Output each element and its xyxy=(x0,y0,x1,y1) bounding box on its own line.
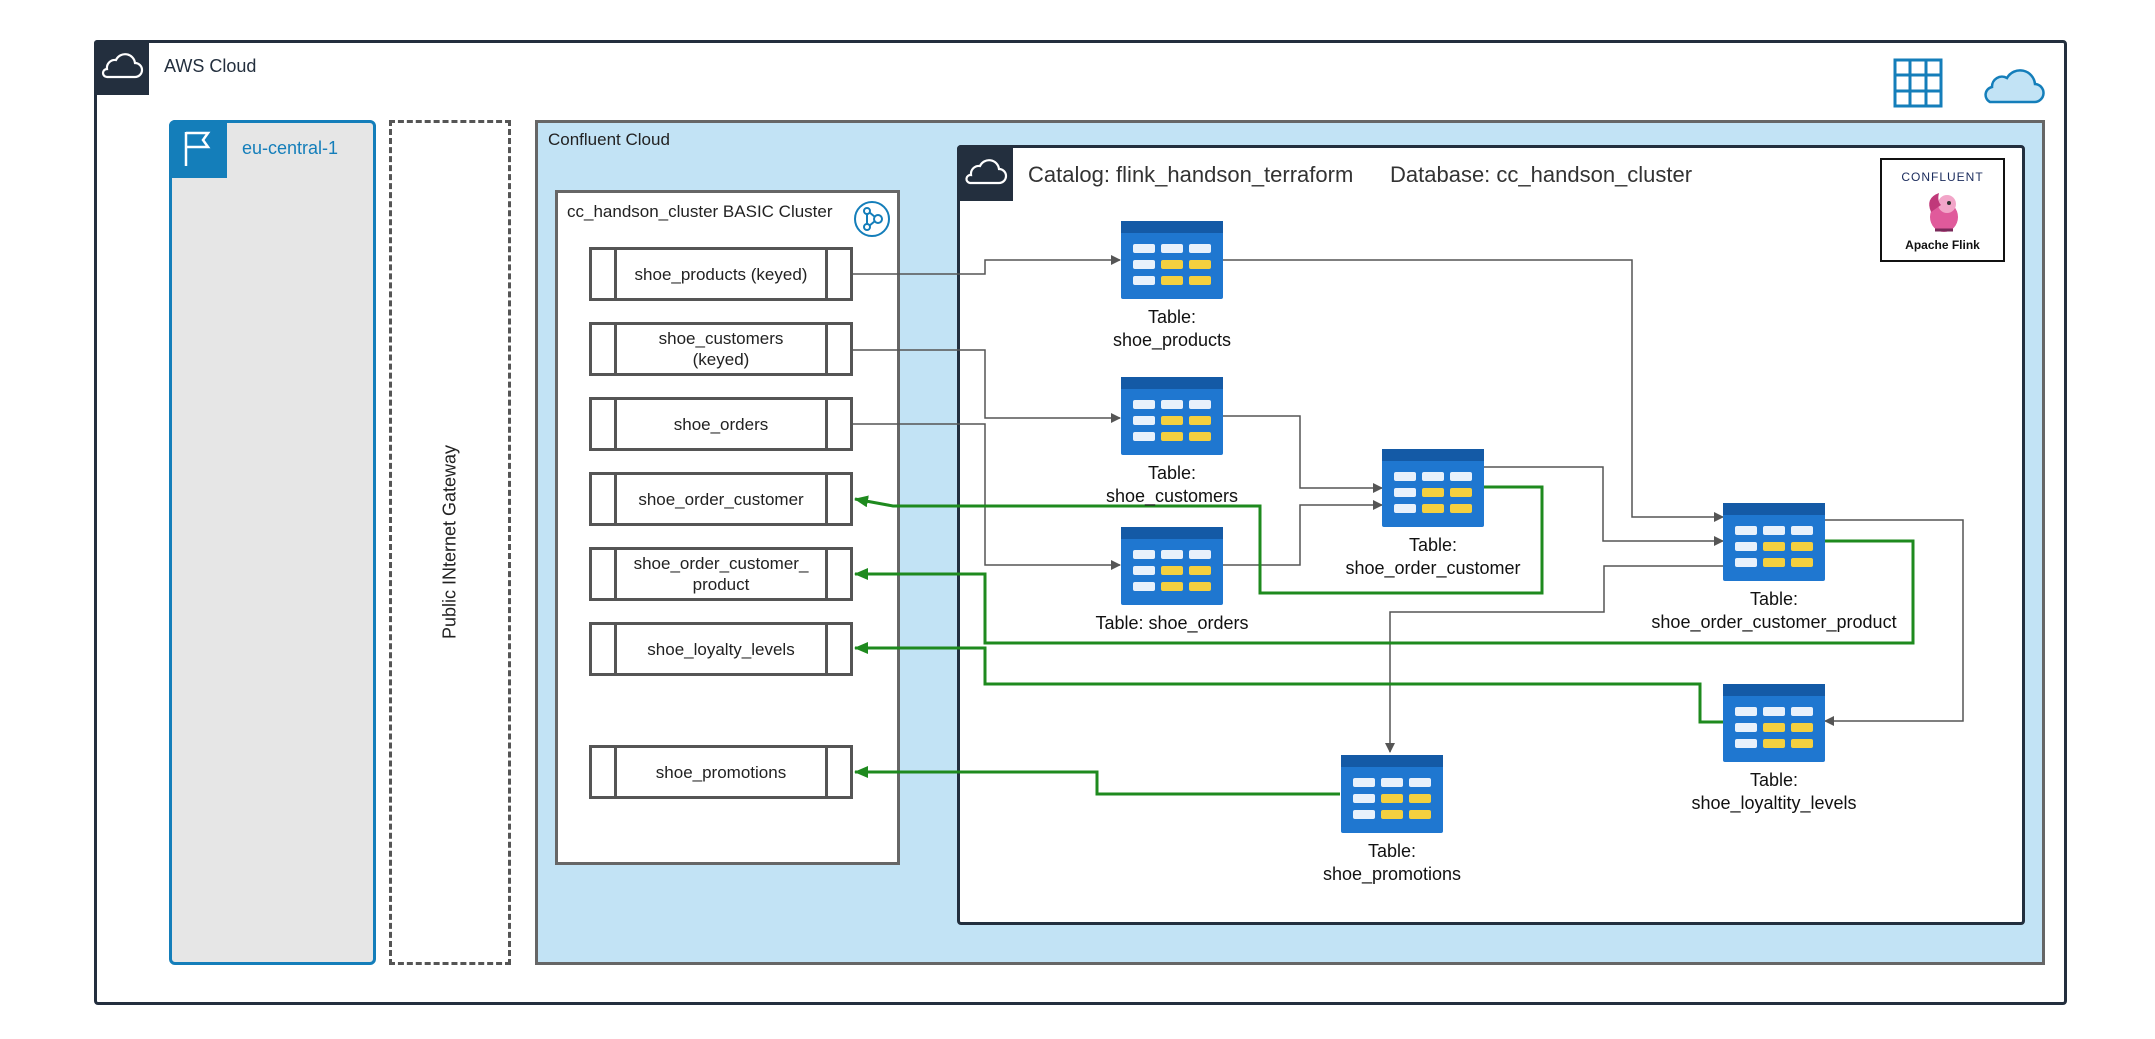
topic-bar-left xyxy=(592,400,617,448)
sink-order-customer-product xyxy=(854,539,1915,645)
topic-shoe-customers[interactable]: shoe_customers (keyed) xyxy=(589,322,853,376)
topic-shoe-promotions[interactable]: shoe_promotions xyxy=(589,745,853,799)
table-shoe-products-icon[interactable] xyxy=(1121,221,1223,299)
topic-shoe-loyalty-levels[interactable]: shoe_loyalty_levels xyxy=(589,622,853,676)
confluent-cloud-title: Confluent Cloud xyxy=(548,130,670,149)
topic-label: shoe_orders xyxy=(673,414,769,434)
flow-customers-to-table xyxy=(853,349,1121,423)
catalog-label: Catalog: flink_handson_terraform xyxy=(1028,162,1354,187)
topic-shoe-orders[interactable]: shoe_orders xyxy=(589,397,853,451)
sink-order-customer xyxy=(854,485,1544,595)
flow-ocp-to-promotions xyxy=(1385,565,1723,753)
topic-label: shoe_customers (keyed) xyxy=(658,329,784,369)
topic-bar-right xyxy=(825,400,850,448)
topic-bar-right xyxy=(825,325,850,373)
flink-squirrel-icon xyxy=(1925,190,1963,234)
internet-gateway xyxy=(389,120,511,965)
topic-label: shoe_order_customer xyxy=(638,489,804,509)
cluster-title: cc_handson_cluster BASIC Cluster xyxy=(567,202,833,221)
kafka-icon xyxy=(853,200,891,238)
sink-promotions xyxy=(854,766,1340,796)
topic-label: shoe_order_customer_ product xyxy=(633,554,809,594)
table-shoe-customers-icon[interactable] xyxy=(1121,377,1223,455)
flow-products-to-table xyxy=(853,255,1121,275)
flow-orders-to-table xyxy=(853,423,1121,570)
topic-bar-right xyxy=(825,550,850,598)
topic-bar-left xyxy=(592,325,617,373)
table-shoe-orders-icon[interactable] xyxy=(1121,527,1223,605)
confluent-flink-logo: CONFLUENT Apache Flink xyxy=(1880,158,2005,262)
database-label: Database: cc_handson_cluster xyxy=(1390,162,1693,187)
table-shoe-customers-label: Table: shoe_customers xyxy=(1105,463,1239,506)
topic-label: shoe_loyalty_levels xyxy=(647,639,795,659)
flag-icon xyxy=(169,120,227,178)
topic-label: shoe_products (keyed) xyxy=(634,264,808,284)
table-shoe-loyalty-levels-icon[interactable] xyxy=(1723,684,1825,762)
table-shoe-loyalty-levels-label: Table: shoe_loyaltity_levels xyxy=(1691,770,1857,813)
topic-bar-right xyxy=(825,250,850,298)
flow-order-customer-to-ocp xyxy=(1483,466,1724,546)
flow-customers-table-to-order-customer xyxy=(1222,415,1383,493)
cloud-outline-icon xyxy=(1980,58,2045,108)
confluent-wordmark: CONFLUENT xyxy=(1901,170,1984,184)
topic-bar-right xyxy=(825,748,850,796)
apache-flink-label: Apache Flink xyxy=(1905,238,1980,252)
flow-products-table-to-ocp xyxy=(1222,259,1724,522)
topic-bar-left xyxy=(592,625,617,673)
table-shoe-products-label: Table: shoe_products xyxy=(1112,307,1232,350)
sink-loyalty-levels xyxy=(854,642,1723,724)
region-title: eu-central-1 xyxy=(242,138,339,158)
table-shoe-order-customer-label: Table: shoe_order_customer xyxy=(1345,535,1521,578)
cloud-icon xyxy=(94,40,149,95)
table-shoe-promotions-icon[interactable] xyxy=(1341,755,1443,833)
aws-cloud-container xyxy=(94,40,2067,1005)
topic-shoe-order-customer-product[interactable]: shoe_order_customer_ product xyxy=(589,547,853,601)
topic-label: shoe_promotions xyxy=(655,762,787,782)
topic-bar-left xyxy=(592,748,617,796)
topic-bar-right xyxy=(825,625,850,673)
table-shoe-orders-label: Table: shoe_orders xyxy=(1095,613,1249,633)
topic-bar-left xyxy=(592,550,617,598)
topic-bar-left xyxy=(592,250,617,298)
flow-ocp-to-loyalty xyxy=(1824,519,1964,726)
table-shoe-order-customer-product-label: Table: shoe_order_customer_product xyxy=(1651,589,1897,632)
topic-shoe-products[interactable]: shoe_products (keyed) xyxy=(589,247,853,301)
topic-bar-left xyxy=(592,475,617,523)
region-container xyxy=(169,120,376,965)
table-shoe-order-customer-product-icon[interactable] xyxy=(1723,503,1825,581)
topic-bar-right xyxy=(825,475,850,523)
aws-cloud-title: AWS Cloud xyxy=(164,56,257,76)
grid-icon xyxy=(1893,58,1943,108)
cloud-icon xyxy=(957,145,1013,201)
table-shoe-order-customer-icon[interactable] xyxy=(1382,449,1484,527)
table-shoe-promotions-label: Table: shoe_promotions xyxy=(1322,841,1462,884)
topic-shoe-order-customer[interactable]: shoe_order_customer xyxy=(589,472,853,526)
